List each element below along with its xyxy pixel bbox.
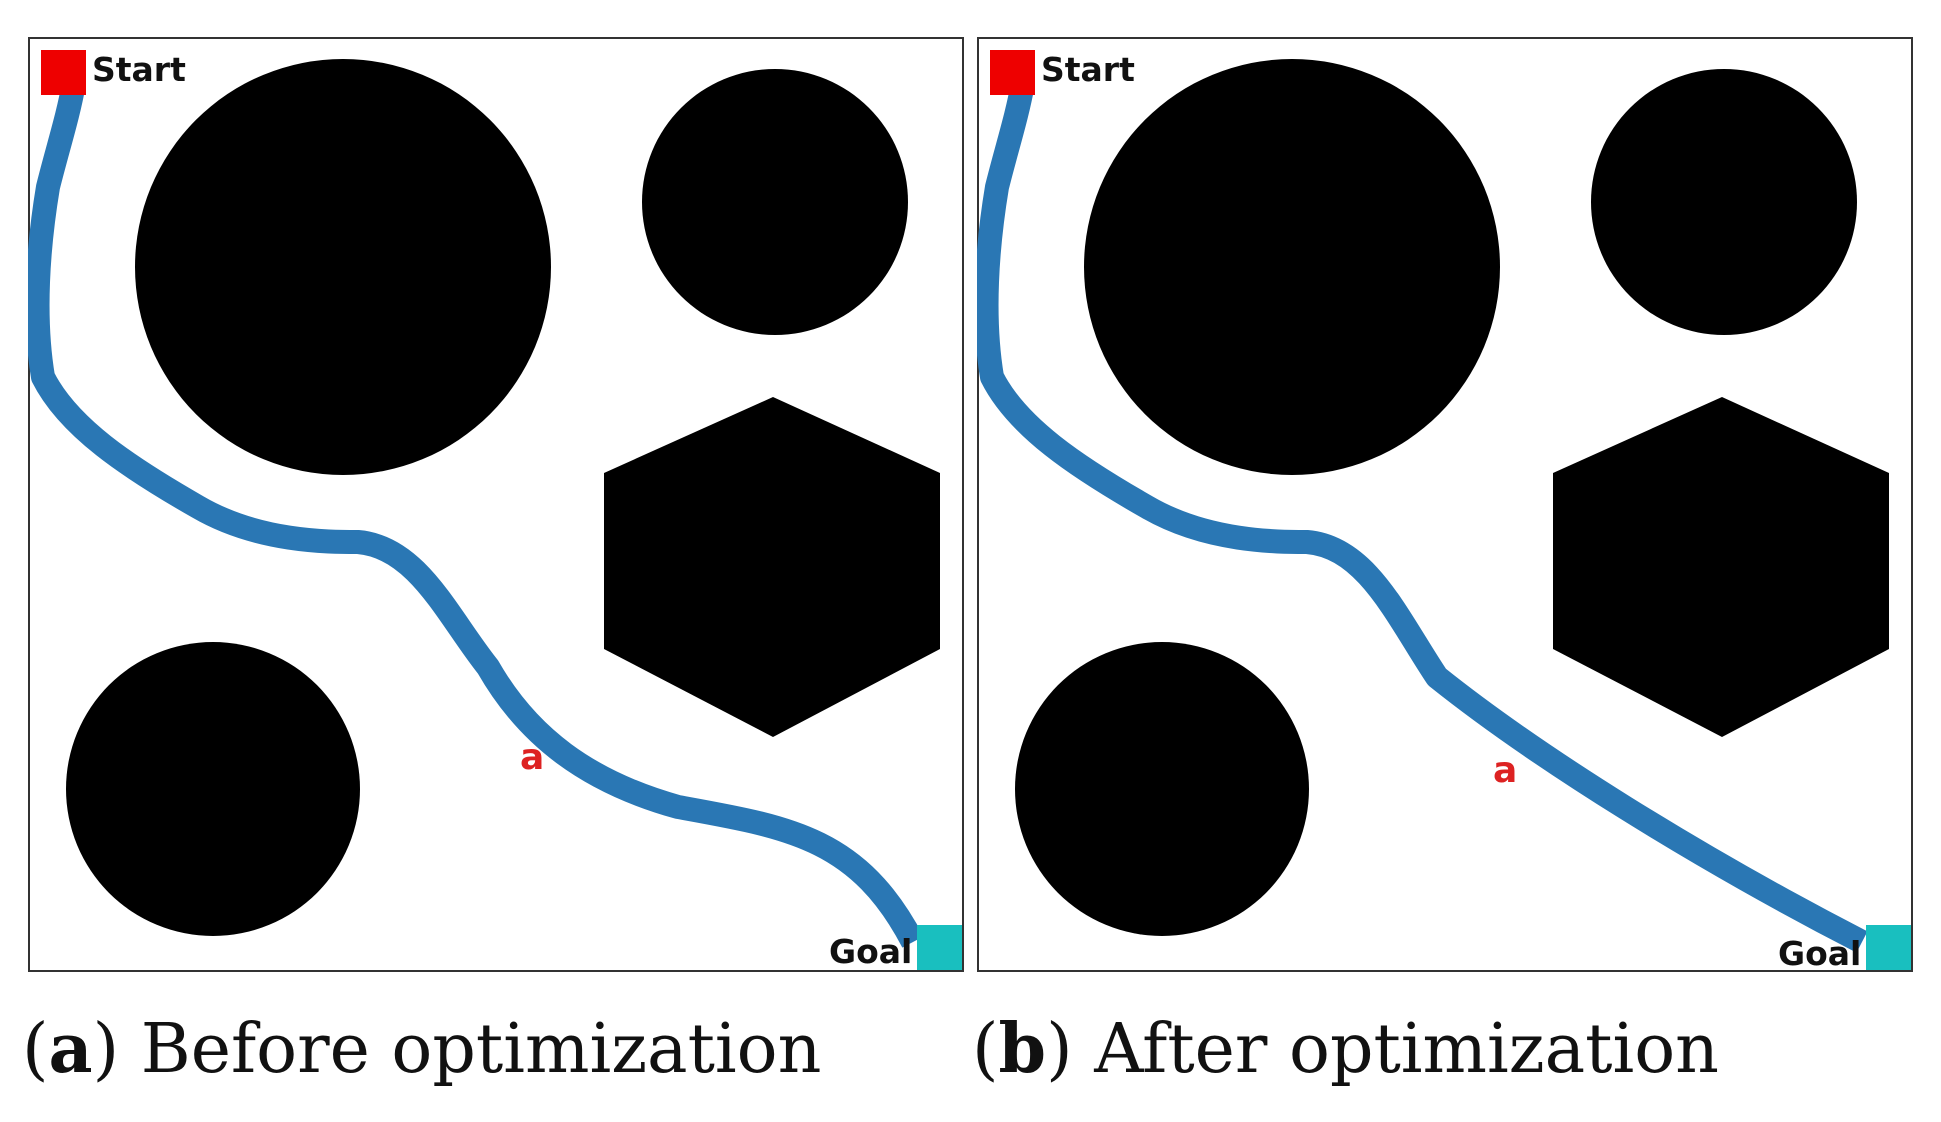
goal-marker <box>1866 925 1911 970</box>
obstacle-top-right-circle <box>1591 69 1857 335</box>
point-a-label: a <box>520 737 544 778</box>
panel-after-optimization: Start Goal a <box>977 37 1913 972</box>
caption-a: (a) Before optimization <box>22 1009 822 1089</box>
obstacle-bottom-left-circle <box>66 642 360 936</box>
goal-label: Goal <box>1778 934 1861 972</box>
caption-text: After optimization <box>1094 1010 1719 1089</box>
point-a-label: a <box>1493 750 1517 791</box>
map-after: Start Goal a <box>977 37 1913 972</box>
start-label: Start <box>1041 50 1135 89</box>
path-before <box>28 80 924 948</box>
path-after <box>977 80 1868 953</box>
start-marker <box>41 50 86 95</box>
panel-before-optimization: Start Goal a <box>28 37 964 972</box>
start-marker <box>990 50 1035 95</box>
caption-text: Before optimization <box>140 1010 822 1089</box>
caption-b: (b) After optimization <box>972 1009 1719 1089</box>
obstacle-large-circle <box>135 59 551 475</box>
caption-letter: b <box>998 1009 1047 1089</box>
map-before: Start Goal a <box>28 37 964 972</box>
goal-label: Goal <box>829 932 912 971</box>
obstacle-bottom-left-circle <box>1015 642 1309 936</box>
start-label: Start <box>92 50 186 89</box>
obstacle-large-circle <box>1084 59 1500 475</box>
obstacle-top-right-circle <box>642 69 908 335</box>
goal-marker <box>917 925 962 970</box>
obstacle-hexagon <box>604 397 940 737</box>
obstacle-hexagon <box>1553 397 1889 737</box>
caption-letter: a <box>48 1009 93 1089</box>
